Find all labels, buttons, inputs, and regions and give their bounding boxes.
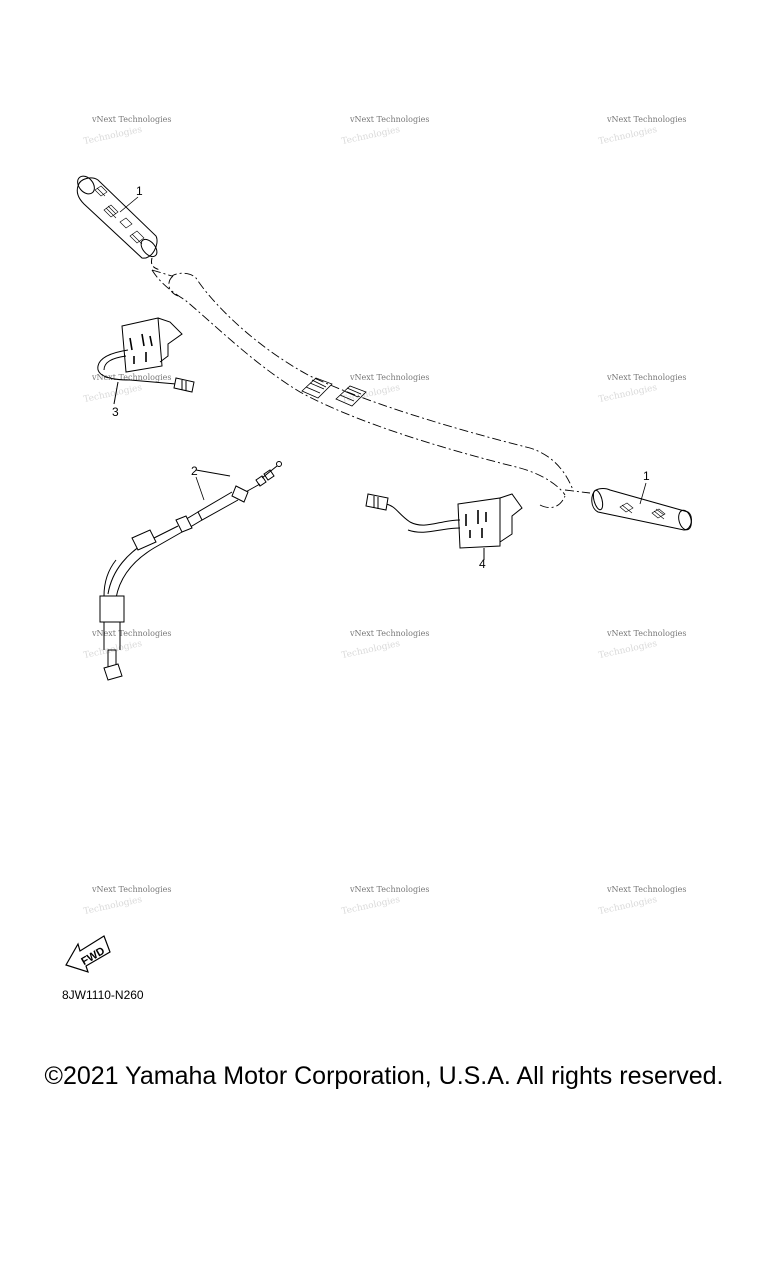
- callout-1-right: 1: [643, 469, 650, 483]
- cable-assembly: [99, 461, 282, 681]
- svg-text:Technologies: Technologies: [598, 125, 659, 147]
- svg-text:vNext Technologies: vNext Technologies: [91, 373, 171, 382]
- svg-text:vNext Technologies: vNext Technologies: [91, 115, 171, 124]
- svg-text:Technologies: Technologies: [83, 383, 144, 405]
- right-grip: [591, 488, 692, 531]
- svg-text:vNext Technologies: vNext Technologies: [349, 373, 429, 382]
- svg-text:vNext Technologies: vNext Technologies: [349, 115, 429, 124]
- svg-text:vNext Technologies: vNext Technologies: [606, 629, 686, 638]
- diagram-part-code: 8JW1110-N260: [62, 988, 144, 1002]
- grip-heater-right: [365, 493, 523, 560]
- svg-text:Technologies: Technologies: [341, 125, 402, 147]
- svg-text:vNext Technologies: vNext Technologies: [606, 885, 686, 894]
- svg-text:vNext Technologies: vNext Technologies: [349, 629, 429, 638]
- copyright-notice: ©2021 Yamaha Motor Corporation, U.S.A. A…: [44, 1062, 724, 1090]
- svg-text:vNext Technologies: vNext Technologies: [349, 885, 429, 894]
- svg-text:Technologies: Technologies: [598, 383, 659, 405]
- callout-1-left: 1: [136, 184, 143, 198]
- leader-lines: [119, 196, 647, 505]
- svg-text:vNext Technologies: vNext Technologies: [91, 629, 171, 638]
- fwd-arrow-icon: FWD: [65, 935, 111, 973]
- svg-text:vNext Technologies: vNext Technologies: [606, 115, 686, 124]
- callout-2: 2: [191, 464, 198, 478]
- svg-text:Technologies: Technologies: [83, 125, 144, 147]
- left-grip: [76, 175, 161, 271]
- grip-heater-left: [97, 317, 195, 405]
- callout-4: 4: [479, 557, 486, 571]
- svg-text:Technologies: Technologies: [341, 639, 402, 661]
- callout-3: 3: [112, 405, 119, 419]
- svg-text:vNext Technologies: vNext Technologies: [606, 373, 686, 382]
- svg-text:Technologies: Technologies: [83, 895, 144, 917]
- svg-text:Technologies: Technologies: [598, 639, 659, 661]
- handlebar-knurl: [301, 377, 367, 407]
- svg-text:Technologies: Technologies: [341, 895, 402, 917]
- svg-text:Technologies: Technologies: [598, 895, 659, 917]
- svg-text:vNext Technologies: vNext Technologies: [91, 885, 171, 894]
